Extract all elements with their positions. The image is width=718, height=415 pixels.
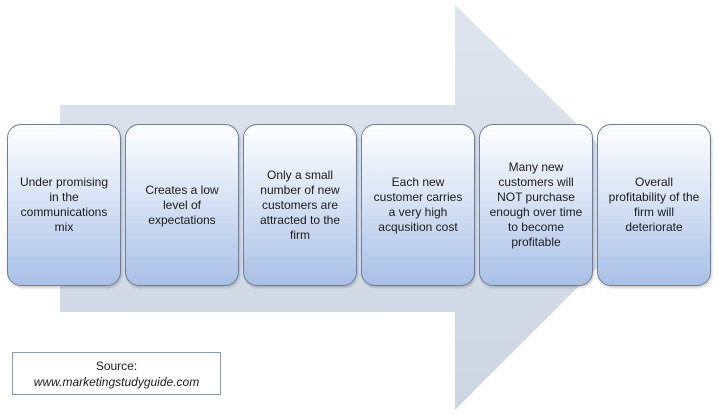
step-label-2: Creates a low level of expectations <box>145 182 219 227</box>
step-box-6: Overall profitability of the firm will d… <box>597 124 711 286</box>
arrow-shape <box>60 5 660 410</box>
step-box-4: Each new customer carries a very high ac… <box>361 124 475 286</box>
step-label-1: Under promising in the communications mi… <box>19 175 109 234</box>
source-label: Source: <box>95 359 138 373</box>
step-label-5: Many new customers will NOT purchase eno… <box>489 160 583 249</box>
step-box-3: Only a small number of new customers are… <box>243 124 357 286</box>
step-label-4: Each new customer carries a very high ac… <box>373 175 463 234</box>
source-box: Source: www.marketingstudyguide.com <box>12 352 221 395</box>
step-label-3: Only a small number of new customers are… <box>259 167 341 242</box>
step-box-2: Creates a low level of expectations <box>125 124 239 286</box>
step-box-5: Many new customers will NOT purchase eno… <box>479 124 593 286</box>
step-label-6: Overall profitability of the firm will d… <box>608 175 700 234</box>
source-url: www.marketingstudyguide.com <box>33 375 200 389</box>
step-box-1: Under promising in the communications mi… <box>7 124 121 286</box>
